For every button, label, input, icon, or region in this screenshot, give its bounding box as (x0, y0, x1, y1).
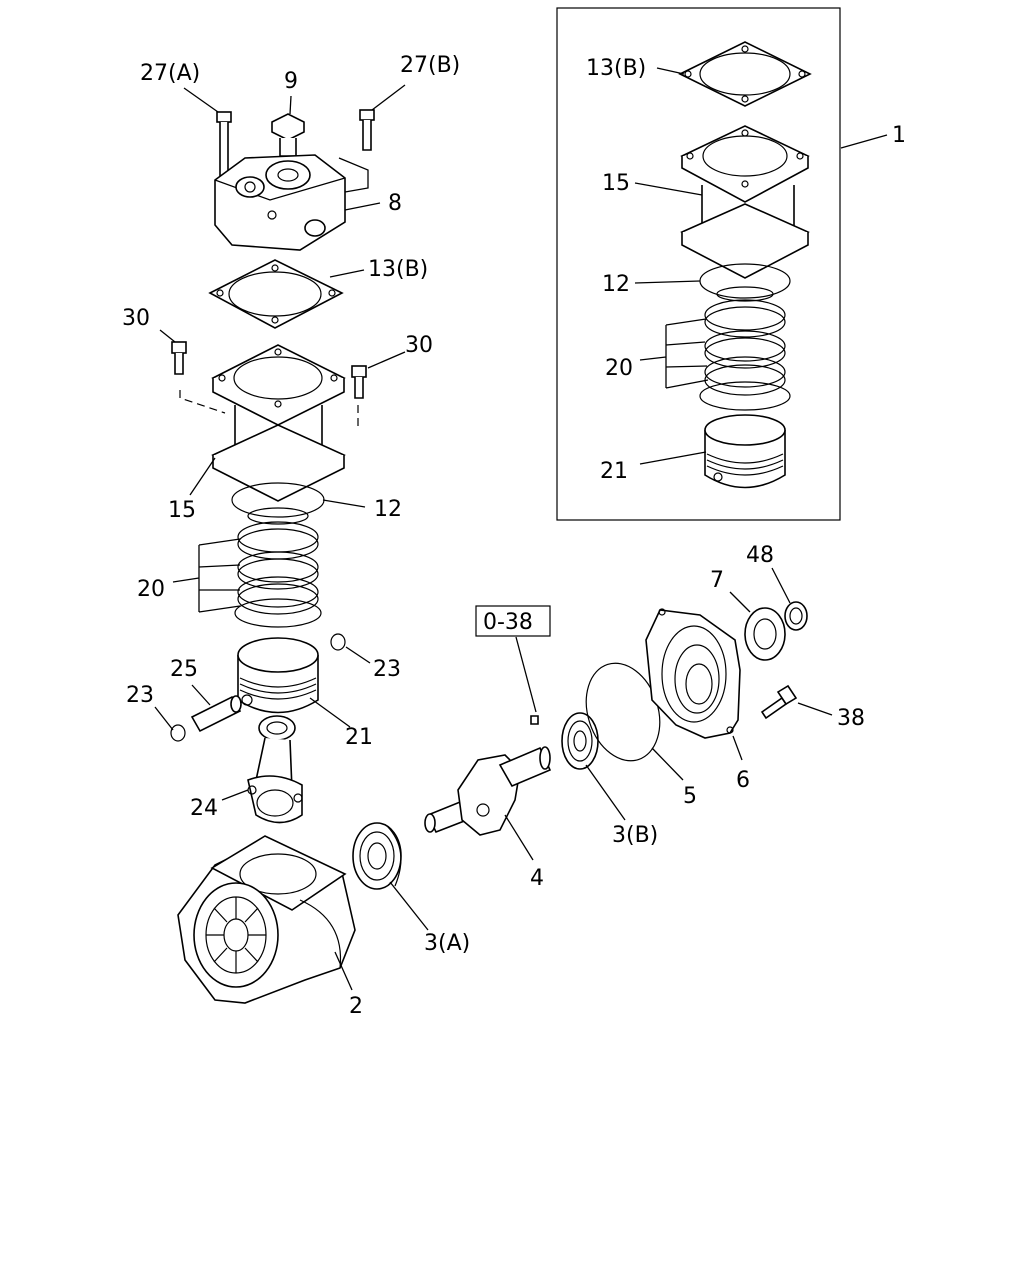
label-3a: 3(A) (424, 931, 470, 956)
connecting-rod-24 (247, 715, 303, 824)
cylinder-15 (211, 344, 346, 502)
label-21: 21 (345, 725, 373, 750)
label-6: 6 (736, 768, 750, 793)
box-label-13b: 13(B) (586, 56, 646, 81)
label-20: 20 (137, 577, 165, 602)
box-label-21: 21 (600, 459, 628, 484)
crankshaft-4 (424, 746, 552, 836)
label-24: 24 (190, 796, 218, 821)
label-30-right: 30 (405, 333, 433, 358)
dowel-pin (530, 715, 539, 725)
box-label-20: 20 (605, 356, 633, 381)
clip-23-left (170, 724, 186, 742)
bearing-cover-6 (645, 608, 741, 739)
washer-48 (784, 601, 808, 631)
oil-seal-7 (744, 607, 786, 661)
bearing-3b (561, 712, 599, 770)
label-5: 5 (683, 784, 697, 809)
gasket-13b (208, 259, 344, 329)
bolt-30-right (351, 365, 367, 399)
label-27b: 27(B) (400, 53, 460, 78)
label-48: 48 (746, 543, 774, 568)
label-30-left: 30 (122, 306, 150, 331)
box-label-15: 15 (602, 171, 630, 196)
label-7: 7 (710, 568, 724, 593)
label-1: 1 (892, 123, 906, 148)
label-9: 9 (284, 69, 298, 94)
piston-rings-20 (234, 521, 322, 628)
label-4: 4 (530, 866, 544, 891)
bearing-3a (352, 822, 402, 890)
clip-23-right (330, 633, 346, 651)
plug-9 (271, 113, 305, 157)
label-13b: 13(B) (368, 257, 428, 282)
label-23-left: 23 (126, 683, 154, 708)
cylinder-head-8 (214, 154, 346, 251)
label-3b: 3(B) (612, 823, 658, 848)
box-gasket-13b (678, 41, 812, 107)
reference-box (475, 605, 551, 637)
box-piston-21 (704, 414, 786, 489)
box-cylinder-15 (680, 125, 810, 279)
label-25: 25 (170, 657, 198, 682)
reference-label: 0-38 (483, 610, 533, 635)
bolt-38 (760, 684, 798, 720)
bolt-27b (359, 109, 375, 151)
bolt-30-left (171, 341, 187, 375)
label-2: 2 (349, 994, 363, 1019)
crankcase-2 (177, 835, 356, 1004)
piston-pin-25 (190, 695, 242, 733)
piston-21 (237, 637, 319, 714)
box-label-12: 12 (602, 272, 630, 297)
label-27a: 27(A) (140, 61, 200, 86)
label-15: 15 (168, 498, 196, 523)
label-23-right: 23 (373, 657, 401, 682)
label-38: 38 (837, 706, 865, 731)
repair-kit-box (556, 7, 841, 521)
label-12: 12 (374, 497, 402, 522)
bolt-27a (216, 111, 232, 179)
label-8: 8 (388, 191, 402, 216)
box-piston-rings-20 (699, 299, 791, 411)
